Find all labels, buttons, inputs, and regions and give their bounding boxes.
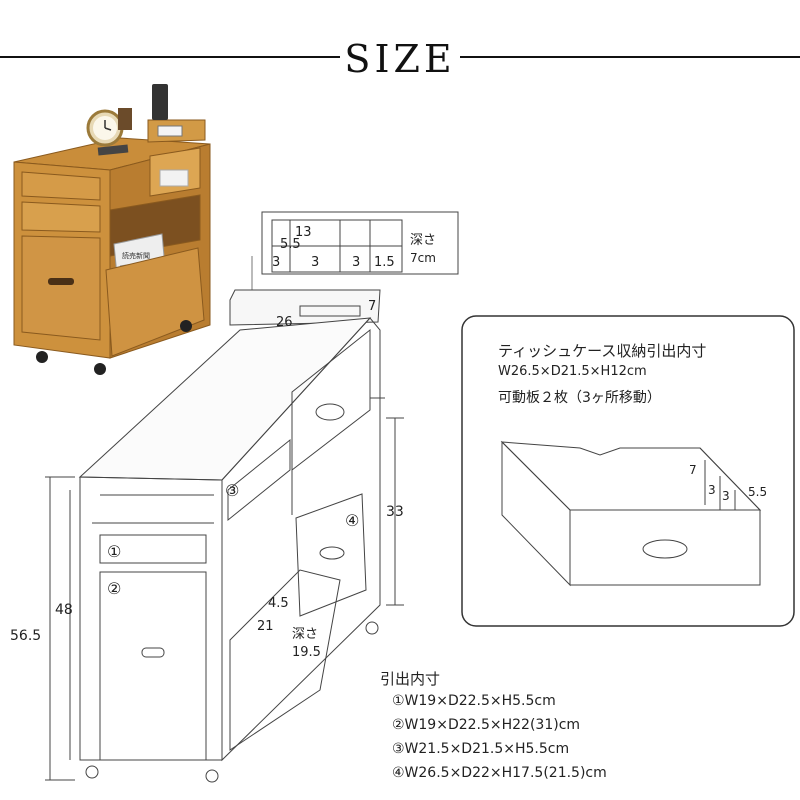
drawer-dim-b: 21 [257,619,274,634]
tissue-dim: 3 [708,483,716,497]
height-total-label: 56.5 [10,628,41,644]
drawer-spec-2: ②W19×D22.5×H22(31)cm [392,717,581,733]
dim-label: 1.5 [374,255,395,270]
page-title: SIZE [344,37,455,81]
dim-label: 5.5 [280,237,301,252]
depth-label: 深さ [410,233,436,248]
tissue-dimensions: W26.5×D21.5×H12cm [498,364,647,379]
drawer-depth-label: 深さ [292,627,318,642]
top-side-label: 7 [368,299,376,314]
tissue-box-drawing [500,440,762,587]
drawer-specs-heading: 引出内寸 [380,670,441,688]
drawer-spec-3: ③W21.5×D21.5×H5.5cm [392,741,570,757]
tissue-dim: 7 [689,463,697,477]
tissue-dim: 5.5 [748,485,767,499]
tissue-dim: 3 [722,489,730,503]
top-width-label: 26 [276,315,293,330]
drawer-spec-4: ④W26.5×D22×H17.5(21.5)cm [392,765,607,781]
cabinet-line-drawing [45,289,404,783]
tissue-shelf-note: 可動板２枚（3ヶ所移動） [498,390,661,406]
dim-label: 13 [295,225,312,240]
tissue-icon [159,169,189,187]
product-photo: 読売新聞 [13,84,211,375]
drawer-spec-1: ①W19×D22.5×H5.5cm [392,693,556,709]
dim-label: 3 [272,255,280,270]
outlet-strip-icon [157,125,183,137]
marker-3: ③ [225,481,239,500]
tissue-heading: ティッシュケース収納引出内寸 [498,342,707,360]
top-tray-detail [251,211,459,290]
marker-4: ④ [345,511,359,530]
height-body-label: 48 [55,602,73,618]
depth-value: 7cm [410,251,436,265]
height-shelf-label: 33 [386,504,404,520]
tissue-panel-border [461,315,795,627]
caster-icon [94,363,106,375]
caster-icon [36,351,48,363]
marker-2: ② [107,579,121,598]
drawer-depth-value: 19.5 [292,645,321,660]
dim-label: 3 [311,255,319,270]
drawer-dim-a: 4.5 [268,596,289,611]
dim-label: 3 [352,255,360,270]
newspaper-text: 読売新聞 [122,251,150,260]
drawer-handle-icon [48,278,74,285]
caster-icon [180,320,192,332]
remote-icon [152,84,168,120]
marker-1: ① [107,542,121,561]
